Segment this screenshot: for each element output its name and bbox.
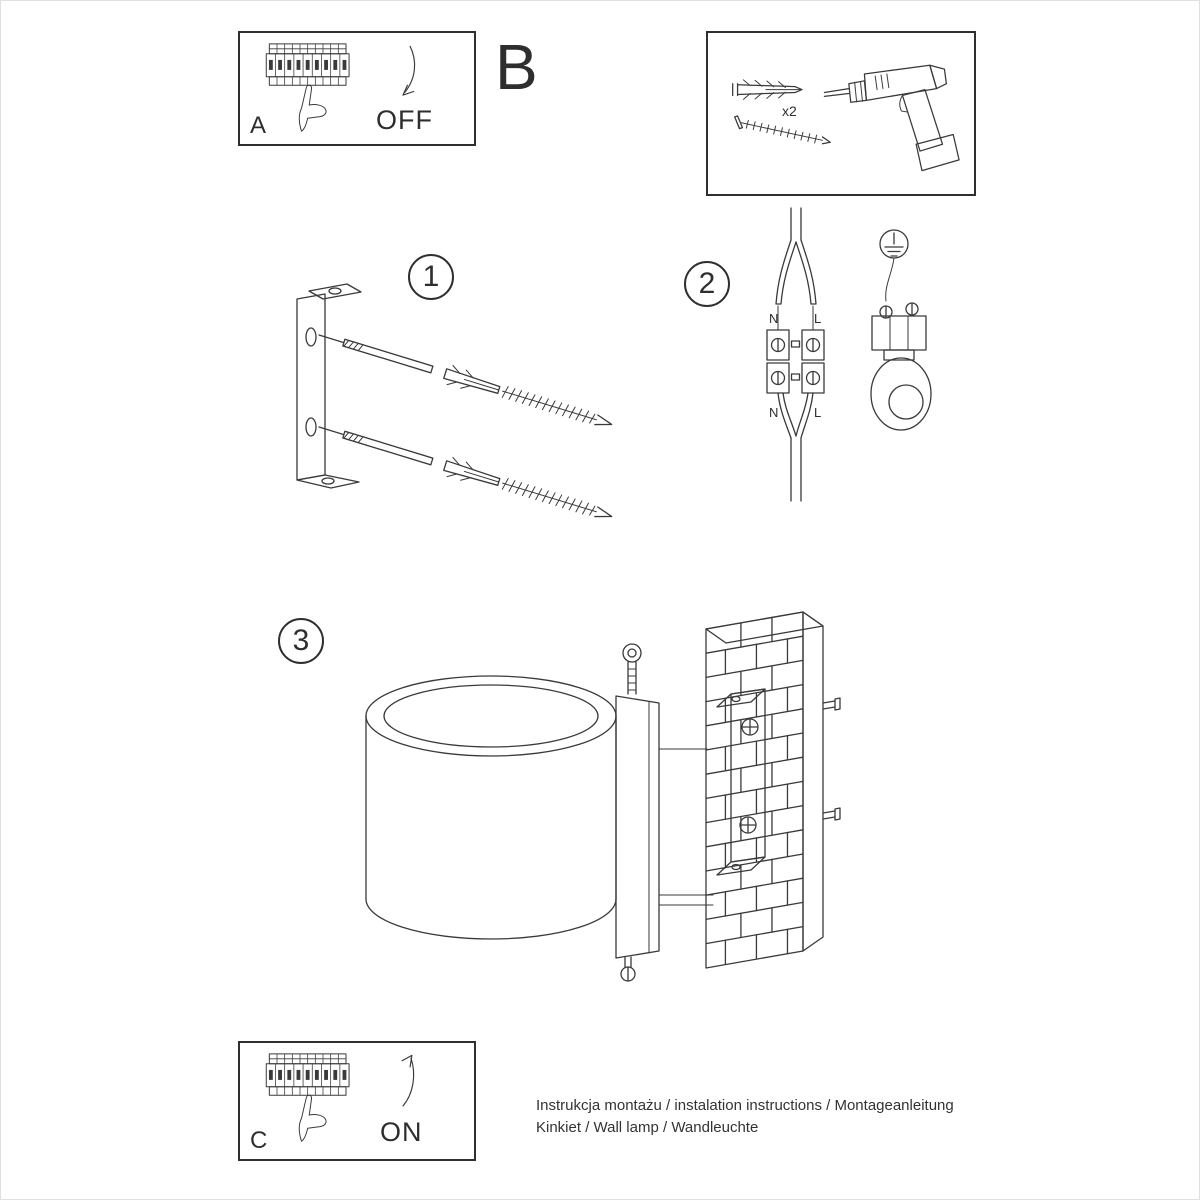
section-b-label: B [495, 31, 538, 103]
anchor-qty-label: x2 [782, 103, 797, 119]
brick-pattern [705, 616, 804, 966]
panel-power-off: OFF A [238, 31, 476, 146]
step1-badge: 1 [408, 254, 454, 300]
panel-power-on: ON C [238, 1041, 476, 1161]
breaker-panel-icon [254, 39, 369, 133]
screw-icon [734, 115, 831, 145]
on-label: ON [380, 1117, 423, 1147]
lamp-wires-icon [777, 392, 814, 502]
arrow-down-icon [386, 41, 420, 103]
fixing-bolt-icon [622, 643, 642, 695]
hand-icon [298, 1094, 327, 1142]
wire-label-n-top: N [769, 311, 779, 326]
footer-line1: Instrukcja montażu / instalation instruc… [536, 1097, 954, 1114]
wall-icon [705, 611, 824, 969]
breaker-panel-icon [254, 1049, 369, 1143]
screw-anchor-icon [318, 334, 613, 426]
step3-badge: 3 [278, 618, 324, 664]
panel-c-label: C [250, 1127, 268, 1154]
wire-label-l-bottom: L [814, 405, 822, 420]
earth-symbol-icon [879, 229, 909, 302]
step2-number: 2 [698, 267, 716, 300]
panel-parts: x2 [706, 31, 976, 196]
step3-number: 3 [292, 624, 310, 657]
terminal-block-icon [766, 329, 825, 394]
wire-label-n-bottom: N [769, 405, 779, 420]
step2-badge: 2 [684, 261, 730, 307]
wiring-drawing [736, 206, 976, 506]
lamp-assembly-drawing [341, 599, 861, 1029]
step1-number: 1 [422, 260, 440, 293]
wall-bracket-icon [716, 688, 766, 876]
supply-wires-icon [775, 207, 817, 331]
wire-label-l-top: L [814, 311, 822, 326]
bracket-mounting-drawing [279, 279, 659, 579]
screw-anchor-icon [318, 426, 613, 518]
grub-screw-icon [620, 956, 636, 982]
footer-line2: Kinkiet / Wall lamp / Wandleuchte [536, 1119, 759, 1136]
wall-pin-icon [822, 697, 841, 711]
mounting-bracket-icon [296, 283, 362, 489]
lamp-connector-icon [870, 302, 932, 431]
wall-plug-icon [732, 79, 803, 100]
assembly-guide-lines [658, 748, 714, 906]
lamp-cylinder-icon [365, 675, 617, 940]
lamp-backplate-icon [615, 695, 660, 959]
arrow-up-icon [386, 1051, 420, 1113]
parts-drawing [708, 33, 974, 194]
off-label: OFF [376, 105, 433, 135]
panel-a-label: A [250, 112, 267, 139]
wall-pin-icon [822, 807, 841, 821]
drill-icon [823, 64, 960, 172]
hand-icon [298, 84, 327, 132]
